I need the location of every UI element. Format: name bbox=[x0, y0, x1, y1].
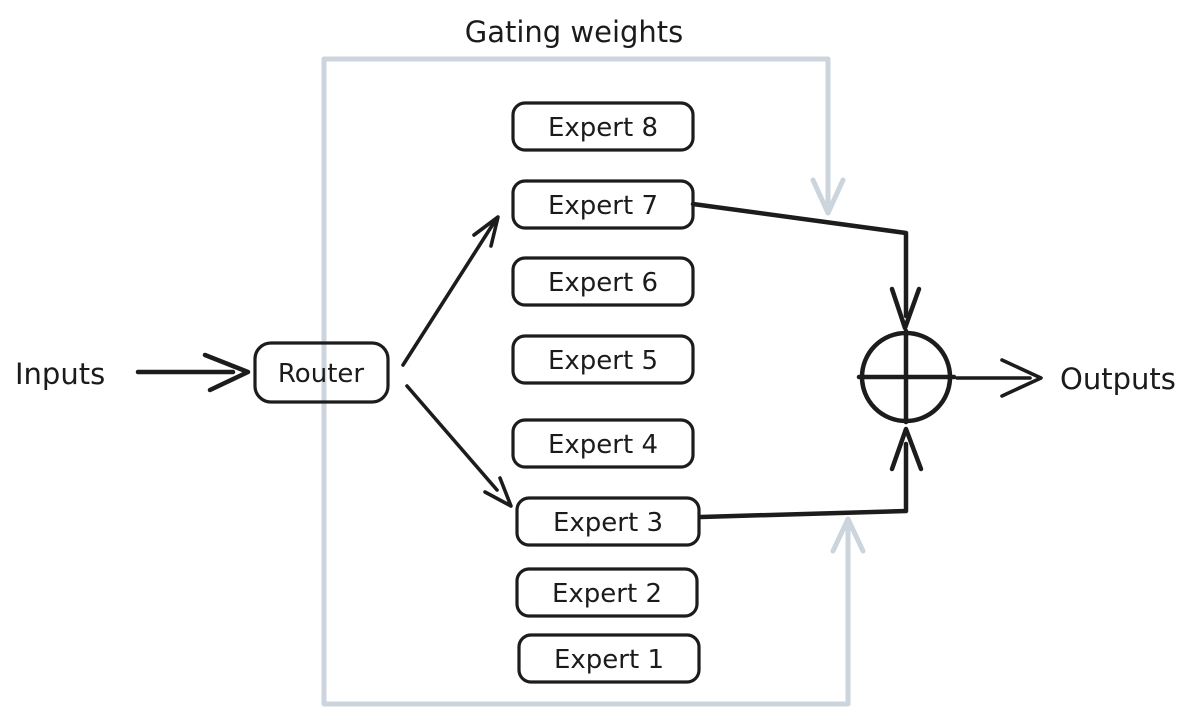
gating-weights-path bbox=[321, 56, 851, 707]
inputs-label: Inputs bbox=[15, 357, 105, 391]
sum-node bbox=[856, 328, 957, 425]
expert7-to-sum-arrowhead-icon bbox=[889, 286, 922, 331]
outputs-label: Outputs bbox=[1060, 362, 1176, 396]
inputs-arrowhead-icon bbox=[202, 352, 251, 393]
expert-node-3: Expert 3 bbox=[515, 496, 701, 547]
inputs-arrow bbox=[135, 352, 251, 393]
gating-arrowhead-down-icon bbox=[810, 177, 846, 216]
outputs-arrow bbox=[955, 358, 1043, 398]
expert-node-1: Expert 1 bbox=[517, 633, 701, 684]
expert-node-4: Expert 4 bbox=[511, 418, 695, 469]
expert-box-2 bbox=[515, 567, 699, 618]
gating-weights-label: Gating weights bbox=[465, 15, 684, 49]
expert-box-8 bbox=[511, 101, 695, 152]
expert-box-5 bbox=[511, 334, 695, 385]
expert-node-2: Expert 2 bbox=[515, 567, 699, 618]
expert-label-3: Expert 3 bbox=[553, 508, 663, 538]
gating-weights-group bbox=[321, 56, 866, 707]
expert-node-6: Expert 6 bbox=[511, 256, 695, 307]
expert-label-2: Expert 2 bbox=[552, 579, 662, 609]
router-to-expert3-arrow bbox=[405, 384, 513, 508]
router-to-expert3-line bbox=[405, 384, 499, 492]
router-to-expert7-line bbox=[401, 219, 497, 367]
expert-node-8: Expert 8 bbox=[511, 101, 695, 152]
expert7-to-sum-line bbox=[690, 201, 909, 319]
router-label: Router bbox=[278, 359, 364, 389]
expert-label-5: Expert 5 bbox=[548, 346, 658, 376]
expert-node-7: Expert 7 bbox=[511, 179, 695, 230]
expert-label-1: Expert 1 bbox=[554, 645, 664, 675]
expert-box-1 bbox=[517, 633, 701, 684]
expert-label-8: Expert 8 bbox=[548, 113, 658, 143]
router-node: Router bbox=[253, 341, 390, 404]
expert-box-6 bbox=[511, 256, 695, 307]
expert-label-4: Expert 4 bbox=[548, 430, 658, 460]
expert-label-6: Expert 6 bbox=[548, 268, 658, 298]
expert-box-3 bbox=[515, 496, 701, 547]
expert7-to-sum-arrow bbox=[690, 201, 922, 331]
expert-box-7 bbox=[511, 179, 695, 230]
router-to-expert7-arrowhead-icon bbox=[472, 215, 500, 248]
gating-arrowhead-up-icon bbox=[830, 516, 866, 554]
expert-node-5: Expert 5 bbox=[511, 334, 695, 385]
expert-box-4 bbox=[511, 418, 695, 469]
expert-label-7: Expert 7 bbox=[548, 191, 658, 221]
expert3-to-sum-arrowhead-icon bbox=[889, 426, 924, 472]
outputs-arrowhead-icon bbox=[1000, 358, 1043, 398]
router-to-expert7-arrow bbox=[401, 215, 500, 367]
expert3-to-sum-arrow bbox=[698, 426, 924, 520]
router-to-expert3-arrowhead-icon bbox=[483, 476, 513, 508]
router-box bbox=[253, 341, 390, 404]
expert3-to-sum-line bbox=[698, 441, 909, 520]
